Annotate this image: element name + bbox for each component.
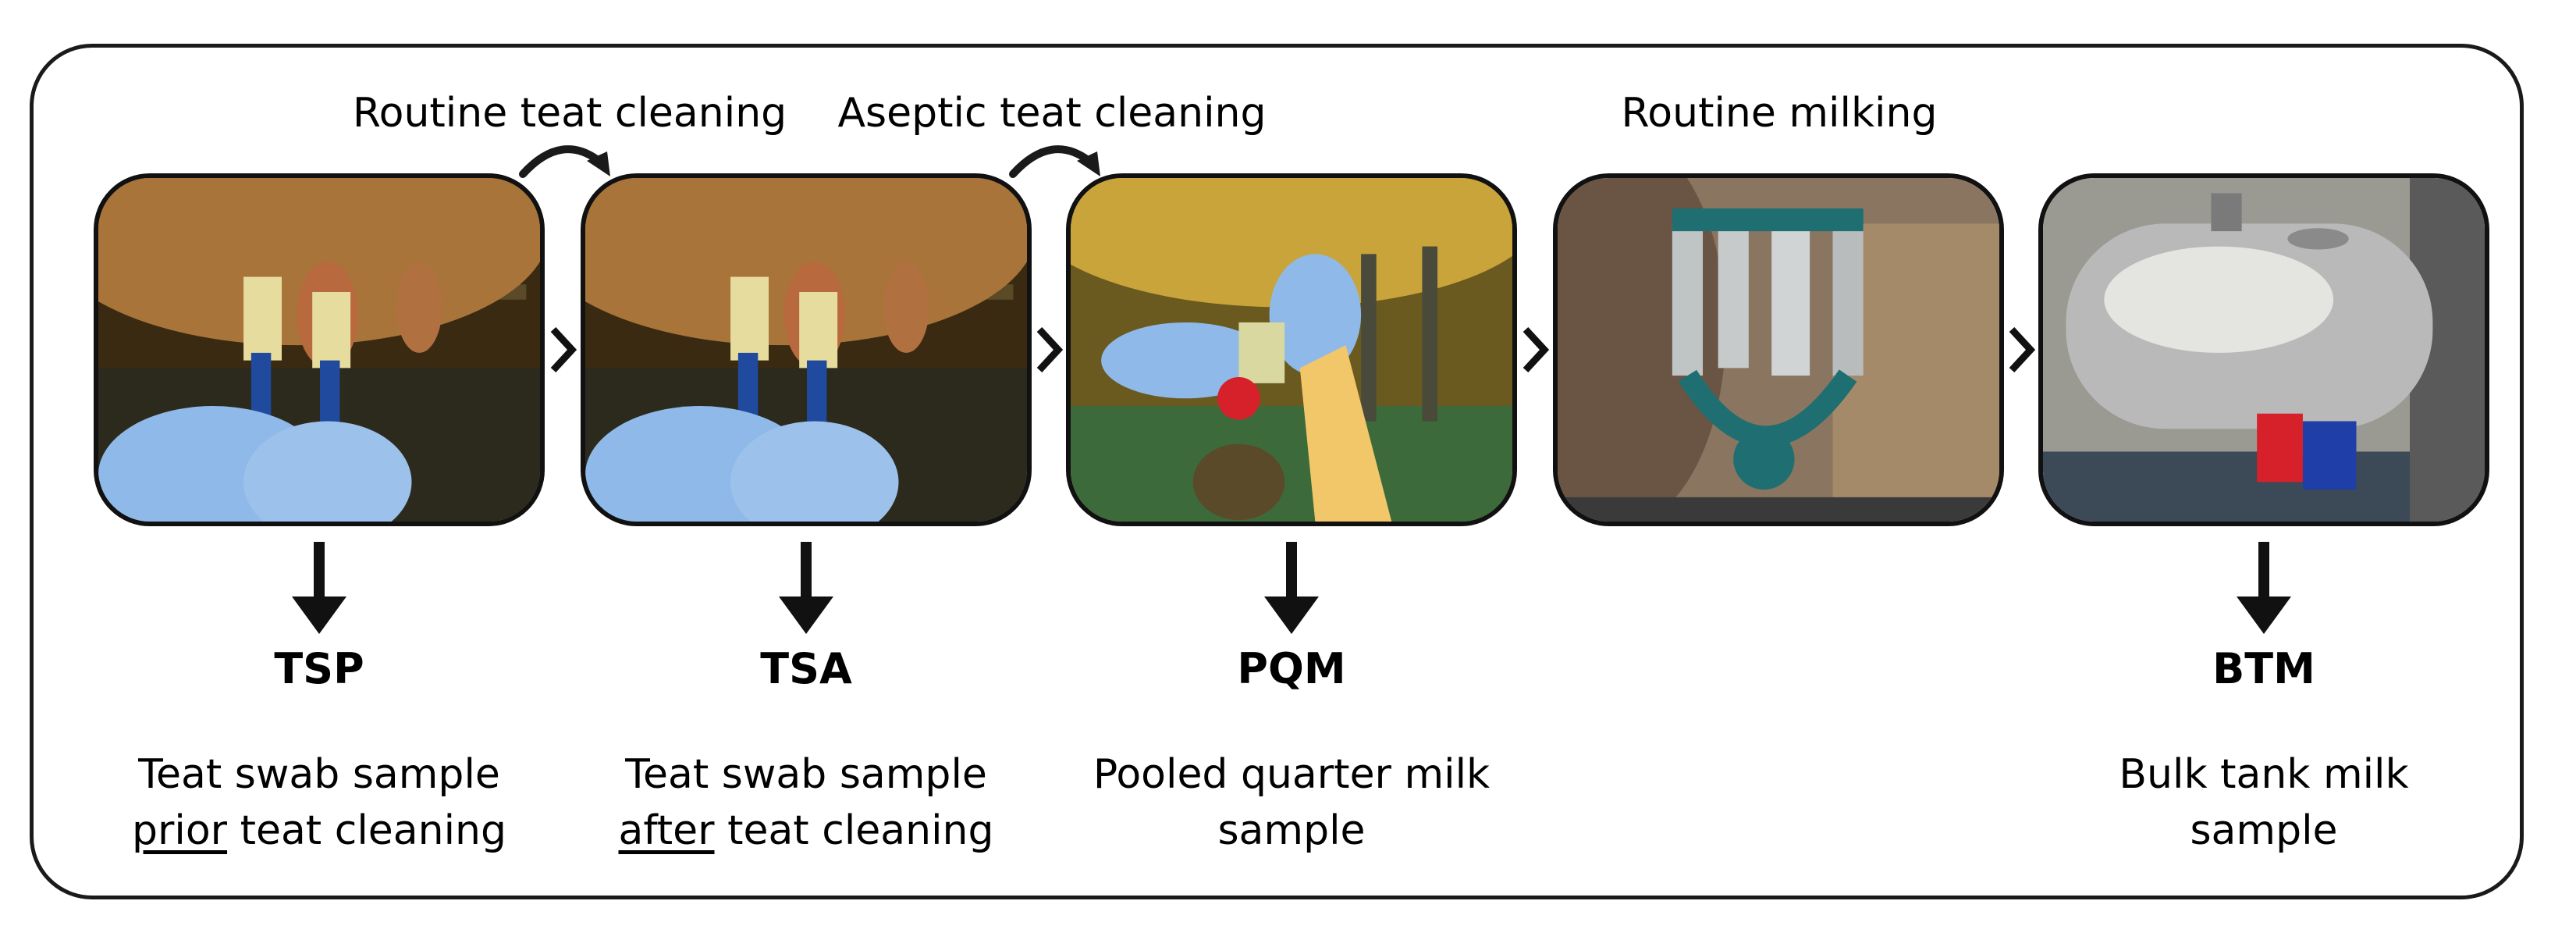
down-arrow-icon <box>1264 542 1319 634</box>
bulk-tank-photo <box>2038 173 2489 526</box>
btm-desc-line1: Bulk tank milk <box>2119 751 2409 798</box>
pqm-desc-line2: sample <box>1217 807 1366 854</box>
down-arrow-icon <box>2237 542 2291 634</box>
down-arrow-icon <box>779 542 833 634</box>
btm-description: Bulk tank milk sample <box>2014 746 2514 859</box>
tsp-description: Teat swab sample prior teat cleaning <box>69 746 569 859</box>
tsp-code: TSP <box>274 644 364 693</box>
tsa-desc-emphasis: after <box>618 807 715 854</box>
teat-swab-after-photo <box>581 173 1032 526</box>
btm-code: BTM <box>2212 644 2315 693</box>
chevron-right-icon <box>550 326 577 373</box>
pqm-description: Pooled quarter milk sample <box>1042 746 1541 859</box>
curved-arrow-icon <box>519 145 610 178</box>
tsa-code: TSA <box>760 644 852 693</box>
aseptic-teat-cleaning-label: Aseptic teat cleaning <box>837 90 1267 137</box>
tsa-description: Teat swab sample after teat cleaning <box>556 746 1056 859</box>
tsp-desc-emphasis: prior <box>132 807 228 854</box>
chevron-right-icon <box>1523 326 1549 373</box>
teat-swab-prior-photo <box>94 173 545 526</box>
tsa-desc-line2: after teat cleaning <box>556 803 1056 859</box>
pooled-milk-photo <box>1066 173 1517 526</box>
routine-milking-photo <box>1553 173 2004 526</box>
tsp-desc-line2: prior teat cleaning <box>69 803 569 859</box>
btm-desc-line2: sample <box>2190 807 2338 854</box>
tsp-desc-line1: Teat swab sample <box>138 751 500 798</box>
tsa-desc-rest: teat cleaning <box>727 807 994 854</box>
chevron-right-icon <box>1036 326 1063 373</box>
chevron-right-icon <box>2009 326 2035 373</box>
pqm-desc-line1: Pooled quarter milk <box>1093 751 1491 798</box>
diagram-frame <box>30 44 2524 899</box>
curved-arrow-icon <box>1009 145 1100 178</box>
down-arrow-icon <box>292 542 346 634</box>
routine-teat-cleaning-label: Routine teat cleaning <box>352 90 787 137</box>
tsp-desc-rest: teat cleaning <box>240 807 506 854</box>
tsa-desc-line1: Teat swab sample <box>625 751 987 798</box>
pqm-code: PQM <box>1237 644 1346 693</box>
routine-milking-label: Routine milking <box>1621 90 1938 137</box>
